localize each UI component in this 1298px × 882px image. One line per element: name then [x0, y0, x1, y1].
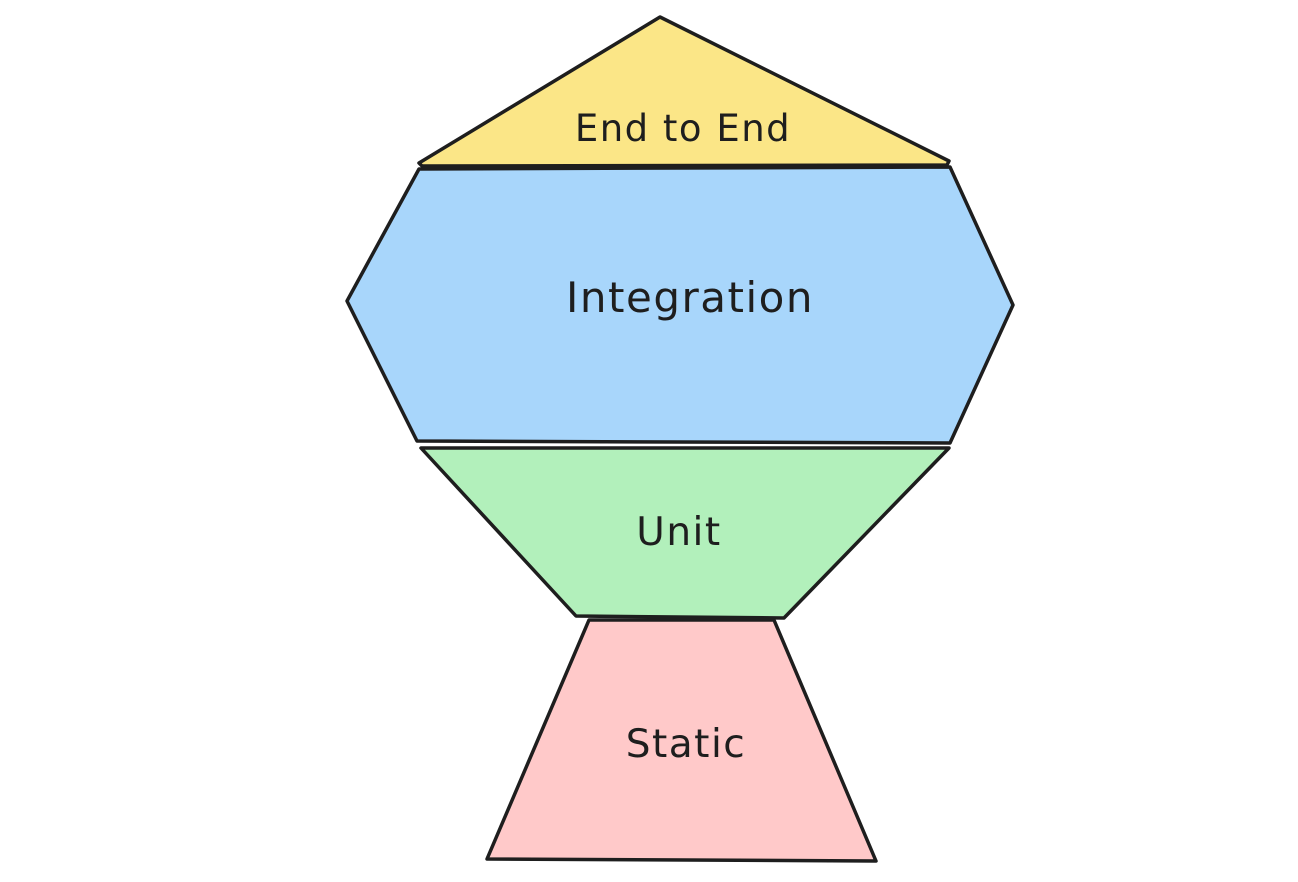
- unit-label: Unit: [636, 510, 721, 555]
- integration-section: [345, 165, 1015, 445]
- end-to-end-section: [417, 15, 951, 168]
- static-section: [485, 618, 878, 863]
- end-to-end-label: End to End: [575, 107, 791, 150]
- unit-section: [419, 446, 951, 620]
- static-label: Static: [626, 722, 747, 767]
- integration-label: Integration: [566, 273, 814, 322]
